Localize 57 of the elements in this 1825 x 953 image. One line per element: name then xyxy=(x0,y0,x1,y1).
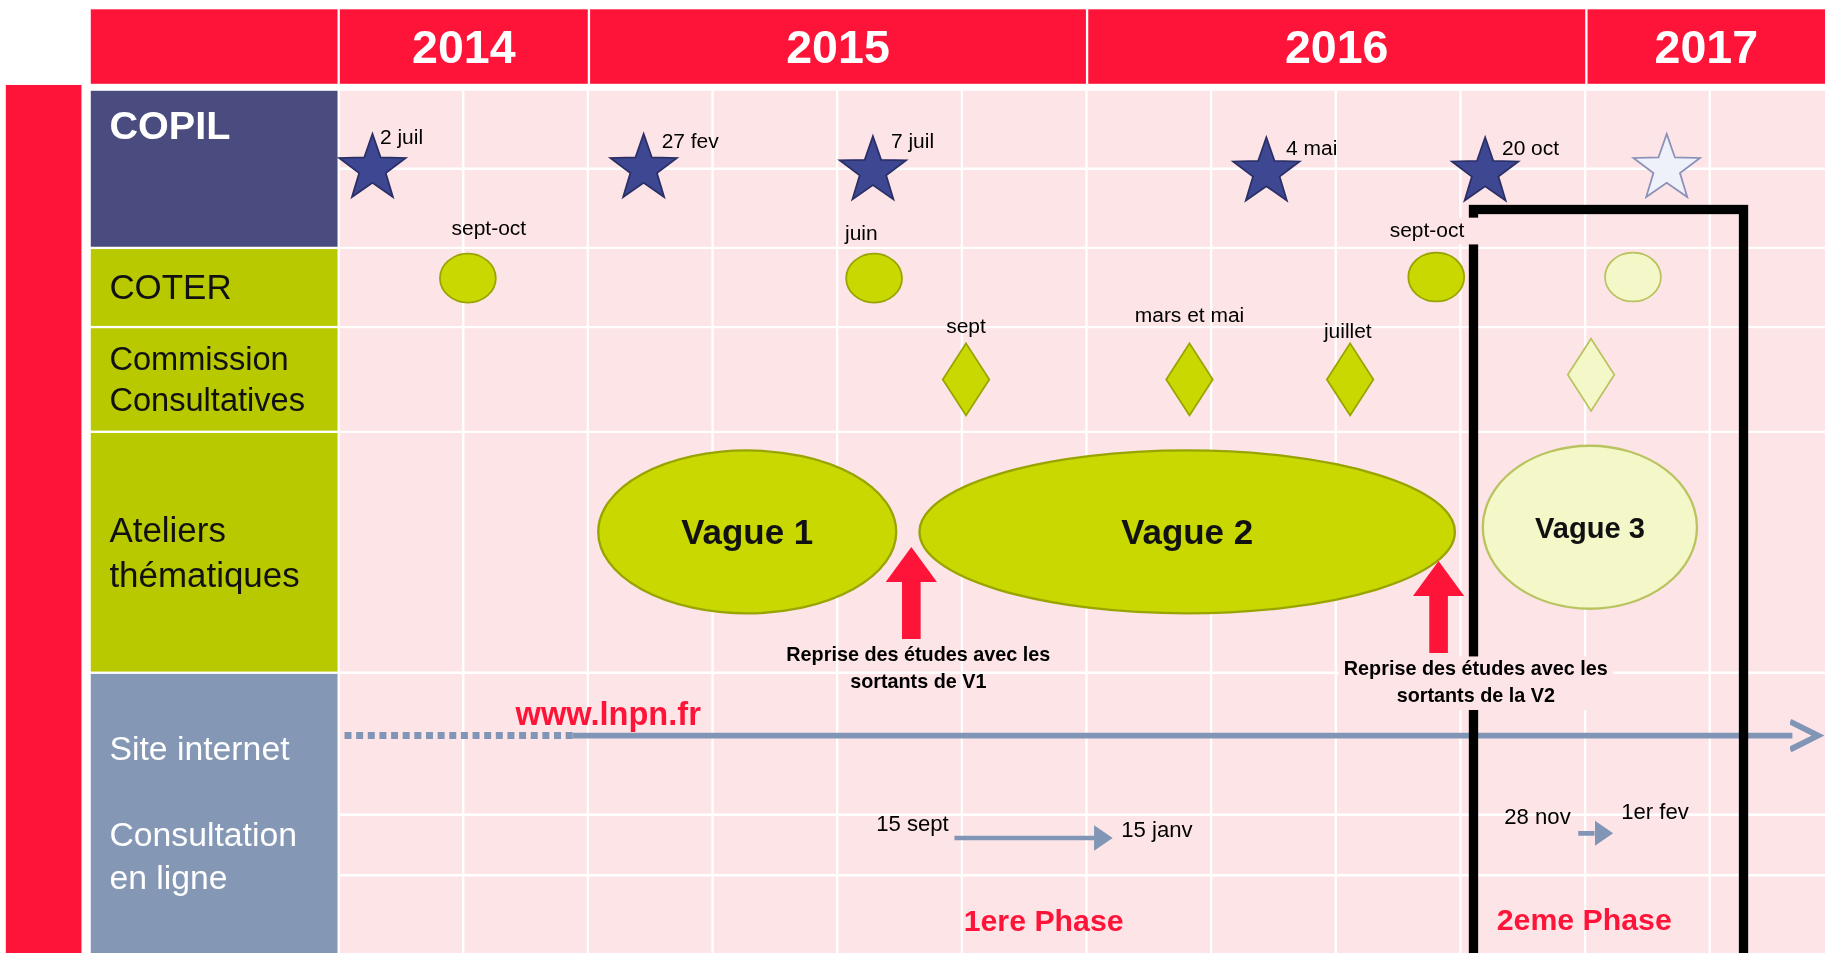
row-label: COTER xyxy=(109,267,233,309)
date-label: 1er fev xyxy=(1615,799,1695,828)
row-header xyxy=(90,90,338,247)
arrow xyxy=(885,547,937,639)
year-label: 2017 xyxy=(1654,20,1759,73)
wave-label: Vague 1 xyxy=(681,512,814,552)
circle-marker xyxy=(845,252,904,304)
row-label: Ateliers thématiques xyxy=(109,509,301,596)
year-header xyxy=(339,9,588,84)
wave-label: Vague 2 xyxy=(1121,512,1254,552)
circle-marker xyxy=(1603,251,1663,303)
row-header xyxy=(90,249,338,326)
diamond-marker xyxy=(1165,342,1214,417)
row-header xyxy=(90,432,338,672)
date-label: juin xyxy=(843,220,879,247)
diamond-marker xyxy=(1325,342,1375,417)
row-header xyxy=(90,673,338,953)
note-text: Reprise des études avec les sortants de V1 xyxy=(775,642,1062,696)
arrow xyxy=(954,825,1113,851)
date-label: sept xyxy=(945,313,987,340)
wave-ellipse xyxy=(917,448,1458,616)
year-header xyxy=(1088,9,1586,84)
year-header xyxy=(590,9,1086,84)
bar-marker xyxy=(5,84,82,953)
circle-marker xyxy=(438,252,497,304)
row-label: Consultation en ligne xyxy=(109,815,299,898)
date-label: 2 juil xyxy=(379,124,425,151)
date-label: 27 fev xyxy=(660,128,720,155)
year-header xyxy=(1587,9,1825,84)
arrow xyxy=(1578,820,1614,847)
link-text: 2eme Phase xyxy=(1496,902,1672,939)
date-label: juillet xyxy=(1322,317,1373,344)
wave-ellipse xyxy=(1480,443,1700,612)
circle-marker xyxy=(1407,251,1466,303)
year-label: 2014 xyxy=(412,20,516,73)
diamond-marker xyxy=(941,342,991,417)
row-label: Site internet xyxy=(109,728,291,769)
date-label: 7 juil xyxy=(889,128,936,155)
date-label: 28 nov xyxy=(1496,804,1579,833)
wave-label: Vague 3 xyxy=(1534,510,1645,545)
date-label: 4 mai xyxy=(1285,135,1339,162)
date-label: 15 janv xyxy=(1115,817,1199,845)
row-header xyxy=(90,328,338,431)
year-label: 2015 xyxy=(786,20,890,73)
date-label: sept-oct xyxy=(450,215,528,242)
wave-ellipse xyxy=(595,448,899,616)
date-label: 15 sept xyxy=(870,811,955,840)
link-text: www.lnpn.fr xyxy=(515,696,701,734)
date-label: 20 oct xyxy=(1501,135,1561,162)
date-label: mars et mai xyxy=(1133,302,1246,329)
note-text: Reprise des études avec les sortants de la V2 xyxy=(1338,656,1614,710)
row-label: Commission Consultatives xyxy=(109,340,307,420)
arrow xyxy=(1412,561,1465,653)
row-label: COPIL xyxy=(109,101,232,149)
link-text: 1ere Phase xyxy=(963,903,1124,940)
diamond-marker xyxy=(1566,337,1616,412)
year-label: 2016 xyxy=(1284,20,1389,73)
